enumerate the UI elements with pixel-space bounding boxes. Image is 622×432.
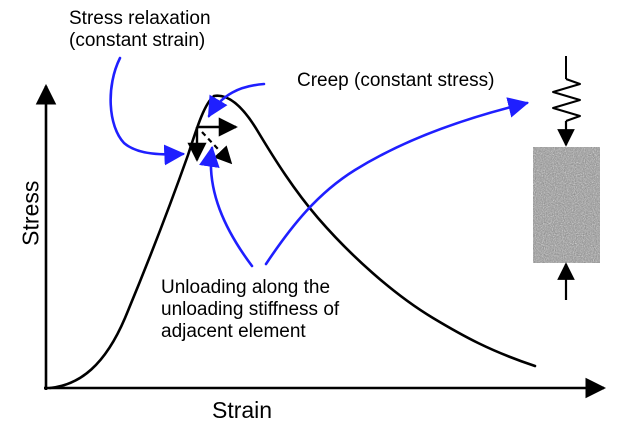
peak-arrows [187, 117, 238, 165]
creep-pointer-arrow [264, 97, 530, 266]
unloading-dashed-arrow [201, 131, 233, 165]
unloading-pointer-arrow [199, 145, 254, 268]
unloading-line-1: Unloading along the [161, 277, 331, 298]
stress-relaxation-line-2: (constant strain) [69, 29, 206, 51]
y-axis-label: Stress [17, 180, 44, 246]
stress-relaxation-line-1: Stress relaxation [69, 8, 211, 29]
creep-test-specimen [533, 56, 600, 300]
peak-pointer-arrow [207, 82, 266, 118]
spring-icon [552, 78, 581, 122]
stress-strain-curve [48, 94, 537, 390]
unloading-line-3: adjacent element [161, 320, 306, 342]
relaxation-pointer-arrow [109, 56, 186, 166]
unloading-label: Unloading along the unloading stiffness … [161, 277, 339, 343]
stress-relaxation-label: Stress relaxation (constant strain) [69, 8, 211, 52]
specimen-texture [533, 147, 600, 263]
unloading-line-2: unloading stiffness of [161, 298, 340, 320]
x-axis-label: Strain [212, 397, 273, 423]
axes [35, 83, 607, 399]
creep-label: Creep (constant stress) [297, 70, 495, 91]
annotation-arrows [109, 56, 530, 268]
